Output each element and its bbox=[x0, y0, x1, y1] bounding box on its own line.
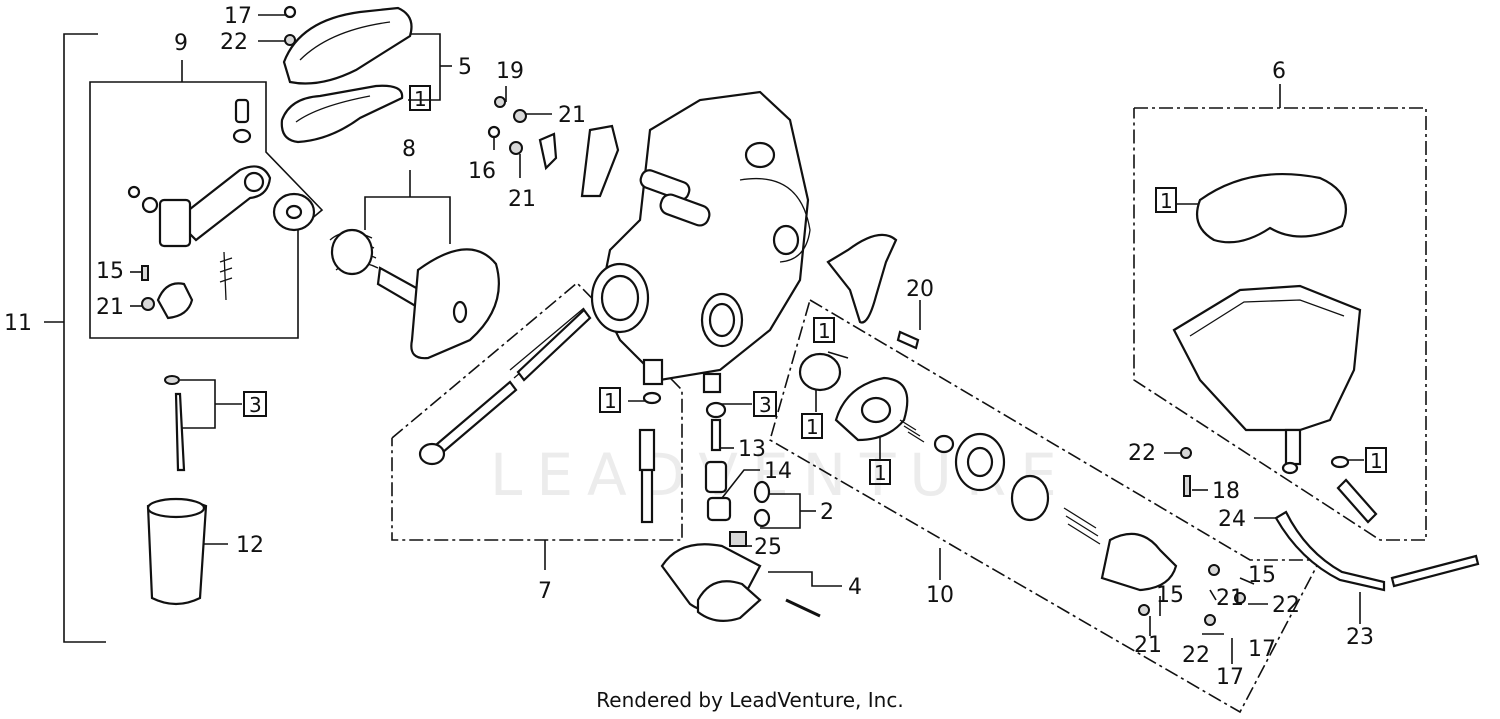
callout-boxed-3: 3 bbox=[249, 393, 262, 417]
callout-22: 22 bbox=[1272, 593, 1300, 618]
callout-10: 10 bbox=[926, 583, 954, 608]
callout-22: 22 bbox=[1128, 441, 1156, 466]
callout-boxed-1: 1 bbox=[1370, 449, 1383, 473]
callout-16: 16 bbox=[468, 159, 496, 184]
callout-boxed-3: 3 bbox=[759, 393, 772, 417]
callout-boxed-1: 1 bbox=[604, 389, 617, 413]
callout-19: 19 bbox=[496, 59, 524, 84]
callout-23: 23 bbox=[1346, 625, 1374, 650]
callout-25: 25 bbox=[754, 535, 782, 560]
callout-5: 5 bbox=[458, 55, 472, 80]
callout-17: 17 bbox=[1248, 637, 1276, 662]
callout-12: 12 bbox=[236, 533, 264, 558]
callout-boxed-1: 1 bbox=[818, 319, 831, 343]
callout-21: 21 bbox=[558, 103, 586, 128]
callout-boxed-1: 1 bbox=[806, 415, 819, 439]
boxed-callouts: 1 1 3 1 3 1 1 1 1 bbox=[243, 85, 1387, 485]
callout-11: 11 bbox=[4, 311, 32, 336]
callout-22: 22 bbox=[220, 30, 248, 55]
callout-14: 14 bbox=[764, 459, 792, 484]
render-credit: Rendered by LeadVenture, Inc. bbox=[596, 688, 904, 712]
callout-17: 17 bbox=[224, 4, 252, 29]
callout-18: 18 bbox=[1212, 479, 1240, 504]
callout-2: 2 bbox=[820, 500, 834, 525]
callout-7: 7 bbox=[538, 579, 552, 604]
callout-9: 9 bbox=[174, 31, 188, 56]
callout-21: 21 bbox=[1216, 586, 1244, 611]
callout-21: 21 bbox=[96, 295, 124, 320]
callout-13: 13 bbox=[738, 437, 766, 462]
callout-15: 15 bbox=[96, 259, 124, 284]
callout-15: 15 bbox=[1248, 563, 1276, 588]
callout-21: 21 bbox=[508, 187, 536, 212]
callout-4: 4 bbox=[848, 575, 862, 600]
callout-17: 17 bbox=[1216, 665, 1244, 690]
callout-boxed-1: 1 bbox=[1160, 189, 1173, 213]
callout-22: 22 bbox=[1182, 643, 1210, 668]
callout-24: 24 bbox=[1218, 507, 1246, 532]
callout-boxed-1: 1 bbox=[874, 461, 887, 485]
callout-21: 21 bbox=[1134, 633, 1162, 658]
callout-15: 15 bbox=[1156, 583, 1184, 608]
callout-20: 20 bbox=[906, 277, 934, 302]
callout-boxed-1: 1 bbox=[414, 87, 427, 111]
carburetor-body bbox=[590, 90, 811, 394]
callout-labels: 17 22 9 5 19 21 8 16 21 6 15 21 11 20 12… bbox=[4, 4, 1374, 690]
callout-8: 8 bbox=[402, 137, 416, 162]
piston-spring bbox=[329, 228, 379, 276]
callout-6: 6 bbox=[1272, 59, 1286, 84]
